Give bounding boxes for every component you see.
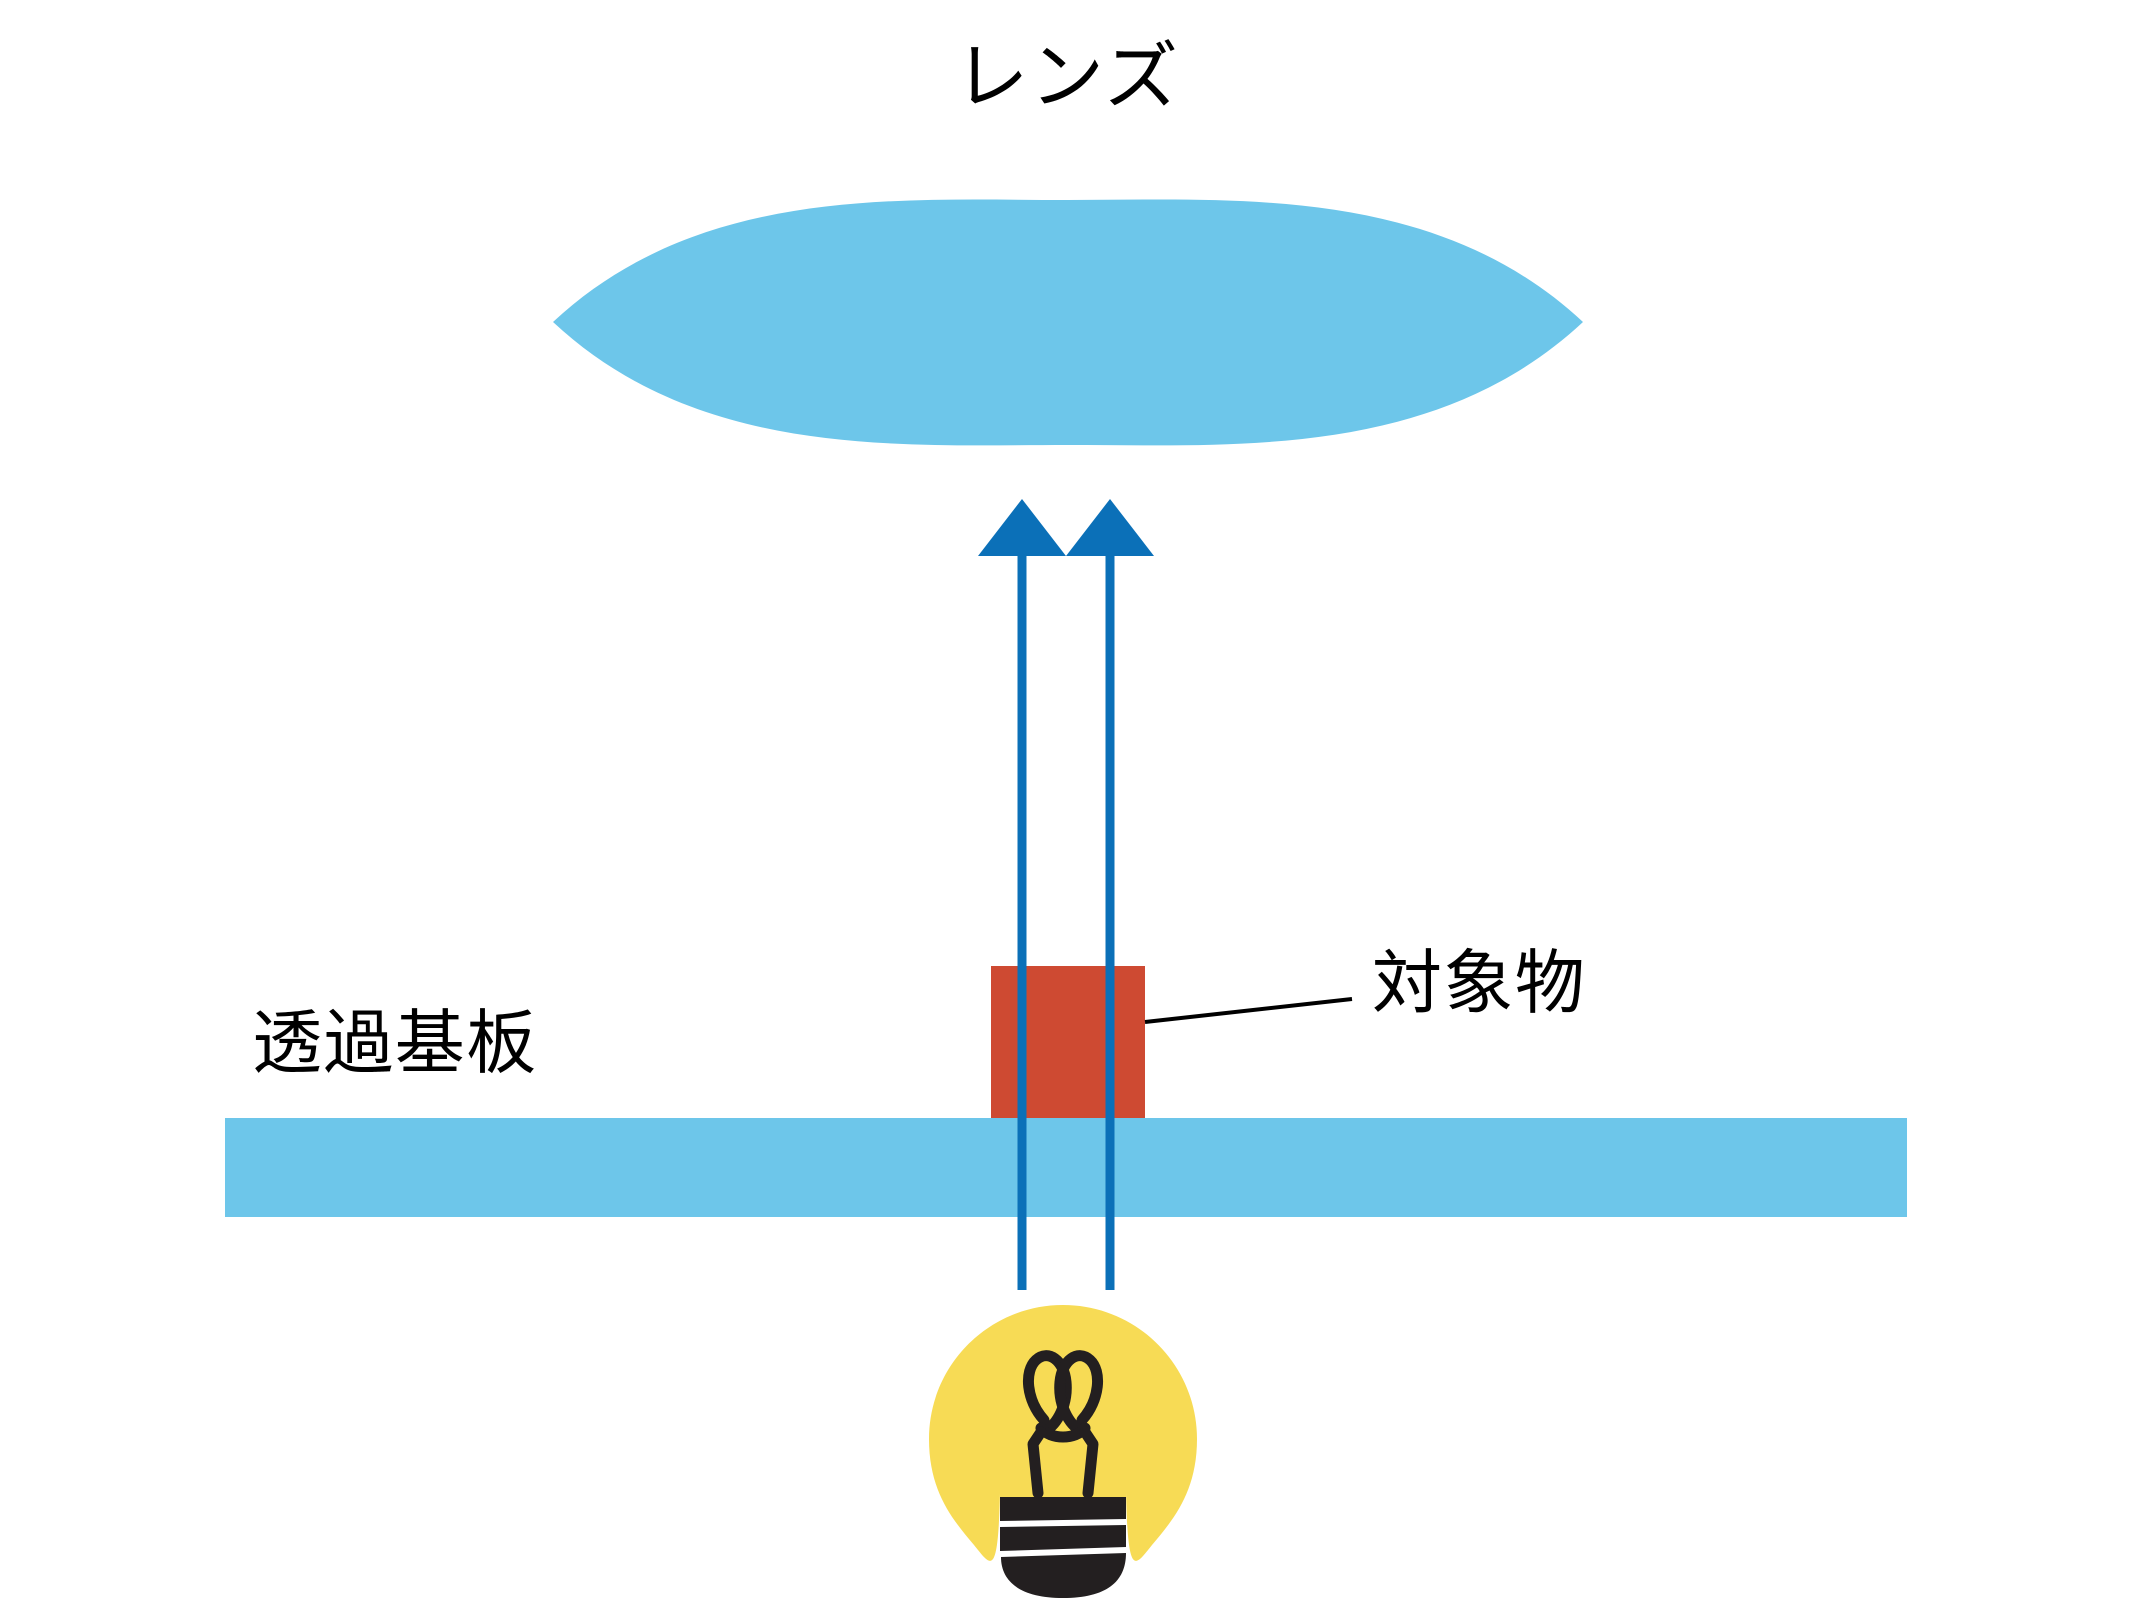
bulb-base <box>1000 1497 1126 1598</box>
transparent-substrate <box>225 1118 1907 1217</box>
light-ray-right <box>1066 499 1154 1290</box>
lens-shape <box>553 199 1583 446</box>
bulb-filament <box>1022 1350 1104 1499</box>
light-bulb-icon <box>929 1305 1197 1598</box>
object-label: 対象物 <box>1372 944 1587 1022</box>
substrate-label: 透過基板 <box>252 1004 538 1082</box>
bulb-glass-neck <box>1000 1450 1126 1497</box>
lens-label: レンズ <box>954 35 1180 118</box>
object-leader-line <box>1144 997 1353 1024</box>
light-ray-left <box>978 499 1066 1290</box>
target-object <box>991 966 1145 1118</box>
